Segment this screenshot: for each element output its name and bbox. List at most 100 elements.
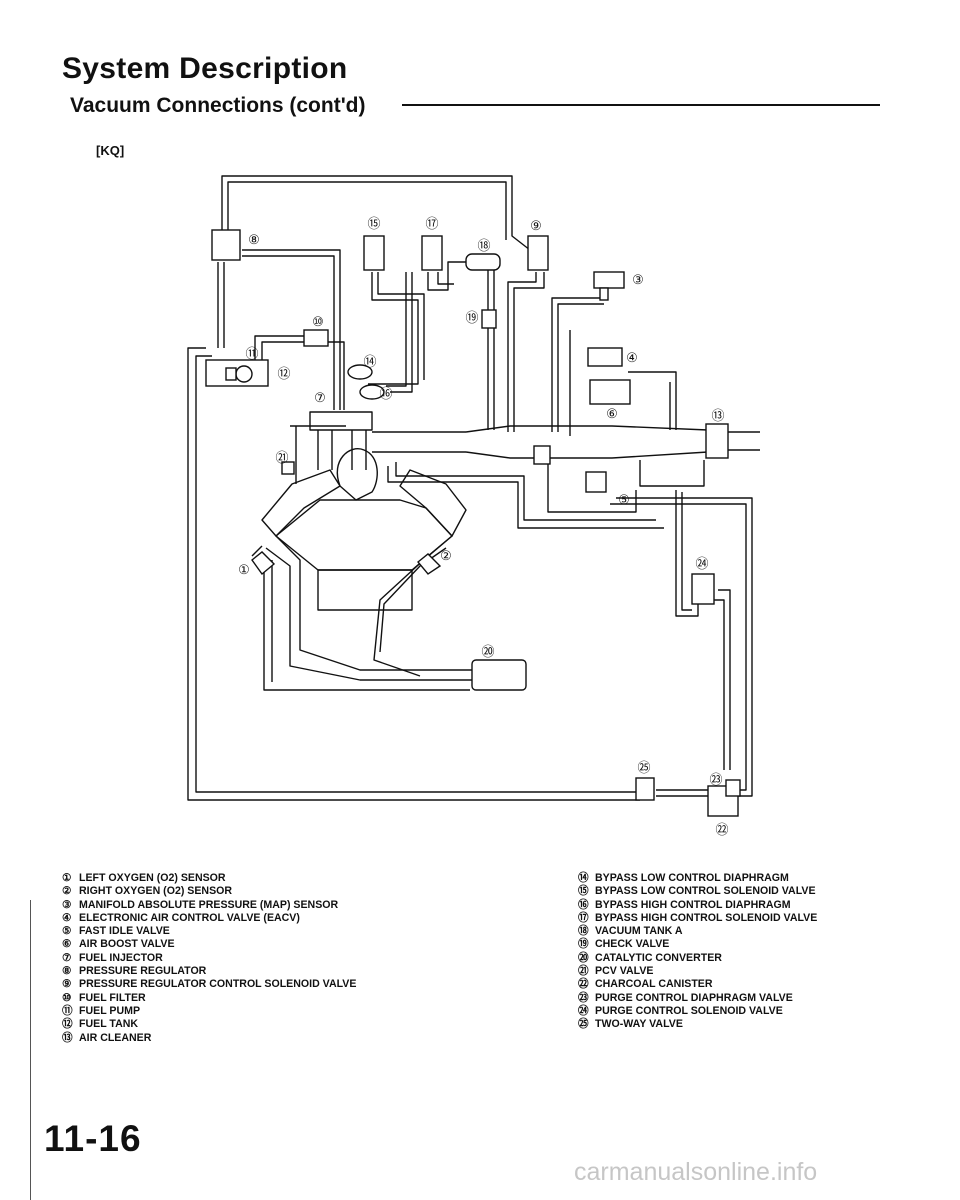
right-oxygen-sensor bbox=[417, 553, 442, 575]
purge-control-diaphragm bbox=[725, 779, 741, 797]
watermark: carmanualsonline.info bbox=[574, 1158, 818, 1186]
fuel-line bbox=[242, 249, 341, 410]
left-oxygen-sensor bbox=[251, 551, 276, 576]
engine-block bbox=[261, 469, 341, 537]
bypass-low-solenoid bbox=[363, 235, 385, 271]
eacv bbox=[587, 347, 623, 367]
vacuum-hose bbox=[386, 272, 407, 387]
purge-control-solenoid bbox=[691, 573, 715, 605]
catalytic-converter bbox=[471, 659, 527, 691]
vacuum-hose bbox=[675, 490, 699, 617]
fuel-tank bbox=[205, 359, 269, 387]
vacuum-hose bbox=[377, 272, 425, 380]
exhaust-pipe bbox=[251, 545, 263, 557]
engine-block bbox=[317, 569, 413, 611]
vacuum-hose bbox=[513, 272, 545, 432]
callout-4: ④ bbox=[626, 350, 638, 365]
variant-label: [KQ] bbox=[96, 143, 125, 158]
vacuum-hose bbox=[557, 303, 604, 432]
vacuum-hose bbox=[221, 175, 531, 258]
margin-rule bbox=[30, 900, 31, 1200]
exhaust-pipe bbox=[263, 556, 470, 691]
callout-17: ⑰ bbox=[425, 216, 438, 231]
callout-14: ⑭ bbox=[363, 354, 376, 369]
callout-1: ① bbox=[238, 562, 250, 577]
pressure-regulator bbox=[211, 229, 241, 261]
callout-23: ㉓ bbox=[709, 772, 722, 787]
callout-20: ⑳ bbox=[481, 644, 494, 659]
bypass-high-solenoid bbox=[421, 235, 443, 271]
callout-24: ㉔ bbox=[695, 556, 708, 571]
vacuum-hose bbox=[712, 599, 725, 770]
callout-13: ⑬ bbox=[711, 408, 724, 423]
callout-8: ⑧ bbox=[248, 232, 260, 247]
two-way-valve bbox=[635, 777, 655, 801]
callout-22: ㉒ bbox=[715, 822, 728, 837]
bypass-low-diaphragm bbox=[347, 364, 373, 380]
callout-7: ⑦ bbox=[314, 390, 326, 405]
vacuum-hose bbox=[718, 589, 731, 770]
vacuum-hose bbox=[227, 181, 507, 258]
vacuum-hose bbox=[616, 497, 753, 797]
exhaust-pipe bbox=[373, 535, 453, 677]
vacuum-hose bbox=[547, 460, 637, 513]
check-valve bbox=[481, 309, 497, 329]
intake-duct bbox=[465, 425, 709, 433]
throttle-body bbox=[533, 445, 551, 465]
intake-duct bbox=[465, 451, 709, 459]
vacuum-hose bbox=[390, 272, 413, 393]
pressure-regulator-solenoid bbox=[527, 235, 549, 271]
page-number: 11-16 bbox=[44, 1118, 142, 1159]
callout-18: ⑱ bbox=[477, 238, 490, 253]
bypass-high-diaphragm bbox=[359, 384, 385, 400]
callout-15: ⑮ bbox=[367, 216, 380, 231]
fuel-line bbox=[254, 335, 308, 366]
callout-12: ⑫ bbox=[277, 366, 290, 381]
map-sensor-port bbox=[599, 287, 609, 301]
page-title: System Description bbox=[62, 52, 348, 85]
vacuum-hose bbox=[551, 297, 604, 432]
pcv-valve bbox=[281, 461, 295, 475]
vacuum-hose bbox=[395, 462, 656, 521]
vacuum-hose bbox=[628, 371, 677, 430]
intake-runner bbox=[336, 448, 378, 501]
callout-10: ⑩ bbox=[312, 314, 324, 329]
vacuum-hose bbox=[427, 261, 466, 291]
vacuum-hose bbox=[368, 272, 419, 385]
callout-11: ⑪ bbox=[245, 346, 258, 361]
fuel-line bbox=[261, 341, 308, 366]
callout-2: ② bbox=[440, 548, 452, 563]
callout-6: ⑥ bbox=[606, 406, 618, 421]
section-subtitle: Vacuum Connections (cont'd) bbox=[70, 94, 366, 117]
fuel-pump bbox=[235, 365, 253, 383]
air-boost-valve bbox=[589, 379, 631, 405]
vacuum-hose bbox=[507, 272, 537, 432]
callout-16: ⑯ bbox=[379, 386, 392, 401]
subtitle-rule bbox=[402, 104, 880, 106]
fuel-pump-body bbox=[225, 367, 237, 381]
callout-21: ㉑ bbox=[275, 450, 288, 465]
vacuum-hose bbox=[195, 355, 640, 793]
vacuum-hose bbox=[437, 272, 454, 285]
